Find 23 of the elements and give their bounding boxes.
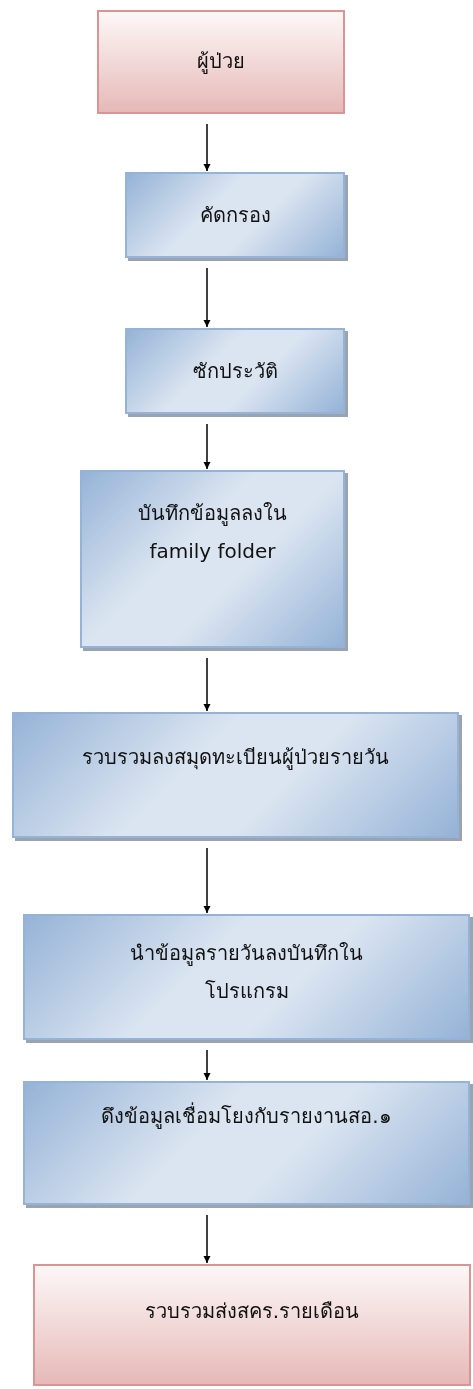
process-box xyxy=(23,1081,470,1205)
arrow xyxy=(203,1049,211,1081)
process-box xyxy=(23,914,470,1040)
arrow xyxy=(203,123,211,172)
box-label: ซักประวัติ xyxy=(192,358,278,385)
box-label: ผู้ป่วย xyxy=(197,48,245,76)
process-box xyxy=(125,328,345,414)
box-label: ดึงข้อมูลเชื่อมโยงกับรายงานสอ.๑ xyxy=(101,1101,392,1131)
box-label: บันทึกข้อมูลลงใน family folder xyxy=(137,500,288,565)
box-label: รวบรวมส่งสคร.รายเดือน xyxy=(144,1298,360,1325)
box-label: นำข้อมูลรายวันลงบันทึกใน โปรแกรม xyxy=(129,940,364,1005)
arrow xyxy=(203,423,211,470)
arrow xyxy=(203,267,211,328)
terminal-box xyxy=(97,10,345,114)
process-box xyxy=(125,172,345,258)
box-label: รวบรวมลงสมุดทะเบียนผู้ป่วยรายวัน xyxy=(82,744,389,772)
process-box xyxy=(12,712,459,838)
arrow xyxy=(203,1214,211,1264)
arrow xyxy=(203,847,211,914)
terminal-box xyxy=(33,1264,471,1386)
arrow xyxy=(203,657,211,712)
process-box xyxy=(80,470,345,648)
box-label: คัดกรอง xyxy=(199,202,271,229)
